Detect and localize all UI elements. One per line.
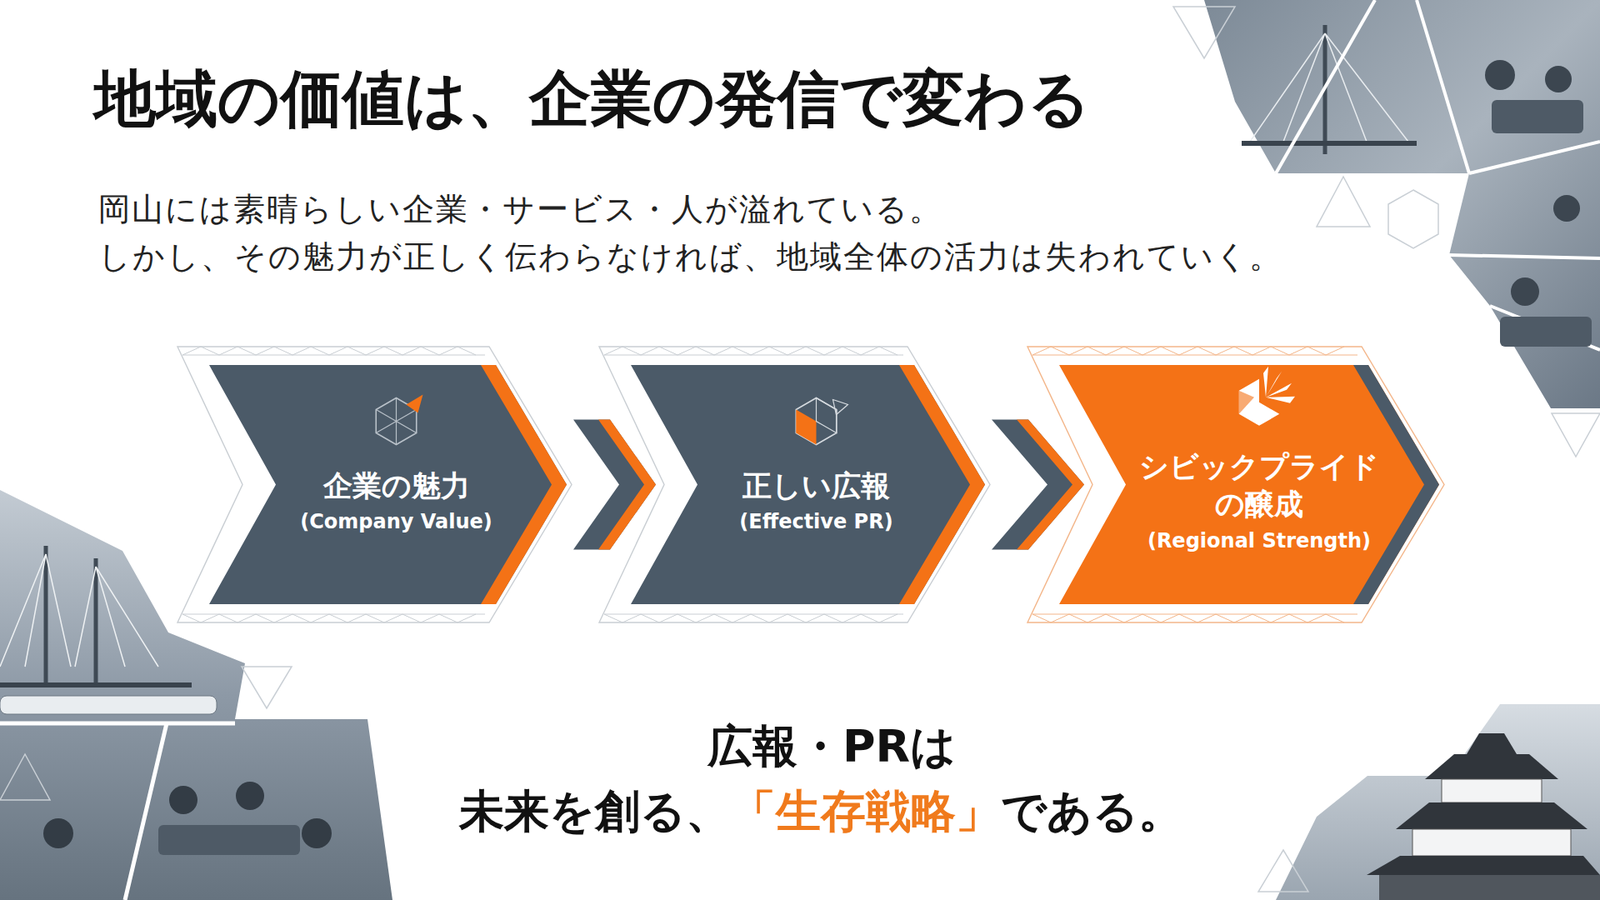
deco-triangle xyxy=(1258,850,1309,892)
closing-text: 「生存戦略」 xyxy=(730,783,1001,840)
bridge-cable xyxy=(0,554,159,667)
desk-shape xyxy=(158,825,300,855)
icon-ray xyxy=(1265,383,1292,398)
icon-line xyxy=(395,421,397,445)
body-text: 岡山には素晴らしい企業・サービス・人が溢れている。 xyxy=(98,190,943,230)
node-subtitle: (Regional Strength) xyxy=(1147,527,1371,555)
castle-wall xyxy=(1441,779,1542,803)
icon-accent xyxy=(406,395,424,414)
chevron-stripe xyxy=(480,365,567,605)
icon-line xyxy=(395,398,397,422)
closing-text: である。 xyxy=(1000,783,1184,840)
flow-chevron xyxy=(573,420,656,550)
person-shape xyxy=(1485,60,1515,90)
body-text: しかし、その魅力が正しく伝わらなければ、地域全体の活力は失われていく。 xyxy=(98,237,1283,278)
bridge-pylon xyxy=(44,545,49,684)
chevron-shape xyxy=(1059,365,1440,605)
icon-line xyxy=(1239,390,1255,415)
icon-accent xyxy=(795,410,816,445)
bridge-pylon xyxy=(94,558,99,684)
deco-triangle xyxy=(1316,176,1370,227)
icon-hexagon xyxy=(1239,379,1280,426)
icon-accent xyxy=(833,400,849,415)
process-chevron: シビックプライド の醸成(Regional Strength) xyxy=(1059,365,1440,605)
person-shape xyxy=(43,818,74,849)
person-shape xyxy=(301,818,332,849)
bridge-deck xyxy=(0,682,192,688)
castle-roof xyxy=(1425,754,1559,780)
closing-line: 未来を創る、「生存戦略」である。 xyxy=(459,783,1184,840)
bridge-deck xyxy=(1241,140,1417,146)
icon-line xyxy=(375,421,396,434)
deco-outline xyxy=(0,6,1600,892)
icon-line xyxy=(396,421,417,434)
icon-line xyxy=(375,410,396,422)
person-shape xyxy=(235,781,265,810)
chevron-frame xyxy=(177,346,572,623)
process-chevron: 正しい広報(Effective PR) xyxy=(630,365,985,605)
castle-base xyxy=(1379,875,1600,900)
chevron-stripe xyxy=(899,365,985,605)
bridge-cable xyxy=(1250,33,1409,142)
node-title: 企業の魅力 xyxy=(323,467,470,506)
icon-ray xyxy=(1265,396,1295,404)
train-shape xyxy=(0,695,217,715)
node-icon xyxy=(795,398,848,445)
node-title: 正しい広報 xyxy=(742,467,890,506)
castle-roof xyxy=(1395,802,1588,830)
icon-line xyxy=(396,410,417,422)
deco-triangle xyxy=(241,666,292,709)
process-chevron: 企業の魅力(Company Value) xyxy=(209,365,567,605)
connector-group xyxy=(991,420,1085,550)
deco-triangle xyxy=(1173,6,1235,59)
icon-ray xyxy=(1263,366,1269,398)
castle-wall xyxy=(1412,829,1571,856)
person-shape xyxy=(1553,195,1580,222)
icon-hexagon xyxy=(795,398,836,445)
closing-line: 広報・PRは xyxy=(707,718,956,775)
flow-stripe xyxy=(598,420,656,550)
deco-triangle xyxy=(1551,413,1600,457)
flow-chevron xyxy=(991,420,1085,550)
body-line: しかし、その魅力が正しく伝わらなければ、地域全体の活力は失われていく。 xyxy=(98,237,1283,278)
node-subtitle: (Company Value) xyxy=(300,508,493,535)
deco-triangle xyxy=(0,754,50,800)
chevron-stripe xyxy=(1353,365,1440,605)
node-icon xyxy=(375,395,423,445)
desk-shape xyxy=(1500,316,1592,347)
body-line: 岡山には素晴らしい企業・サービス・人が溢れている。 xyxy=(98,190,943,230)
photo-area xyxy=(1275,704,1600,900)
title-box: 地域の価値は、企業の発信で変わる xyxy=(94,60,1091,138)
node-title: シビックプライド の醸成 xyxy=(1135,448,1383,525)
flow-stripe xyxy=(1016,420,1085,550)
desk-shape xyxy=(1491,100,1584,134)
node-subtitle: (Effective PR) xyxy=(739,508,893,535)
castle-roof xyxy=(1366,855,1600,875)
slide-title: 地域の価値は、企業の発信で変わる xyxy=(94,60,1091,138)
closing-text: 未来を創る、 xyxy=(459,783,731,840)
chevron-body xyxy=(209,365,567,605)
person-shape xyxy=(1545,65,1572,93)
deco-hexagon xyxy=(1388,190,1439,249)
chevron-body xyxy=(630,365,985,605)
chevron-frame xyxy=(1027,346,1445,623)
collage-divider xyxy=(1275,0,1600,350)
chevron-body xyxy=(1059,365,1440,605)
closing-text: 広報・PRは xyxy=(707,718,956,775)
photo-collage xyxy=(1275,704,1600,900)
castle-roof xyxy=(1466,733,1517,755)
person-shape xyxy=(169,785,198,815)
connector-group xyxy=(573,420,656,550)
person-shape xyxy=(1510,277,1540,306)
chevron-frame xyxy=(599,346,990,623)
node-icon xyxy=(1239,366,1295,426)
collage-divider xyxy=(0,723,235,900)
